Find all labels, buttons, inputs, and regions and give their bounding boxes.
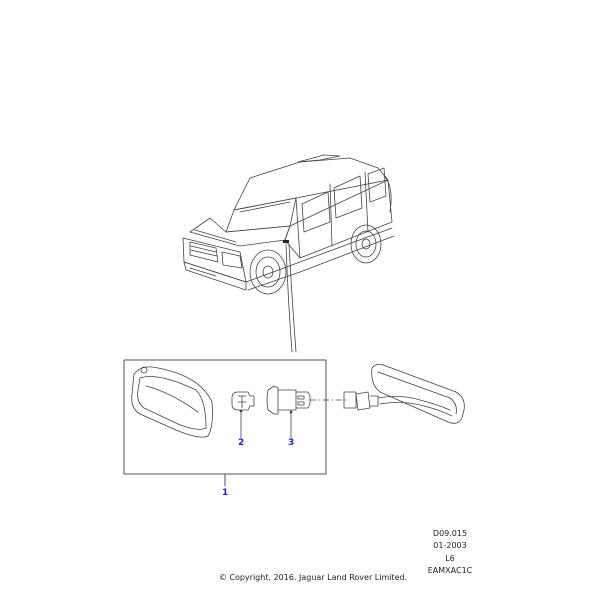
copyright-notice: © Copyright, 2016. Jaguar Land Rover Lim… bbox=[218, 573, 408, 582]
bulb-holder-part bbox=[266, 385, 311, 439]
harness-and-repeater bbox=[343, 364, 465, 424]
callout-1: 1 bbox=[222, 488, 229, 498]
callout-2: 2 bbox=[238, 438, 245, 448]
callout-3: 3 bbox=[288, 438, 295, 448]
diagram-date: 01-2003 bbox=[433, 541, 467, 550]
assembly-group-box bbox=[123, 359, 327, 475]
bulb-part bbox=[231, 391, 255, 439]
illustration-id: EAMXAC1C bbox=[427, 566, 473, 575]
diagram-ref: D09.015 bbox=[432, 529, 468, 538]
lamp-lens-part bbox=[131, 366, 213, 438]
vehicle-illustration bbox=[182, 154, 395, 353]
diagram-code: L6 bbox=[445, 554, 455, 563]
